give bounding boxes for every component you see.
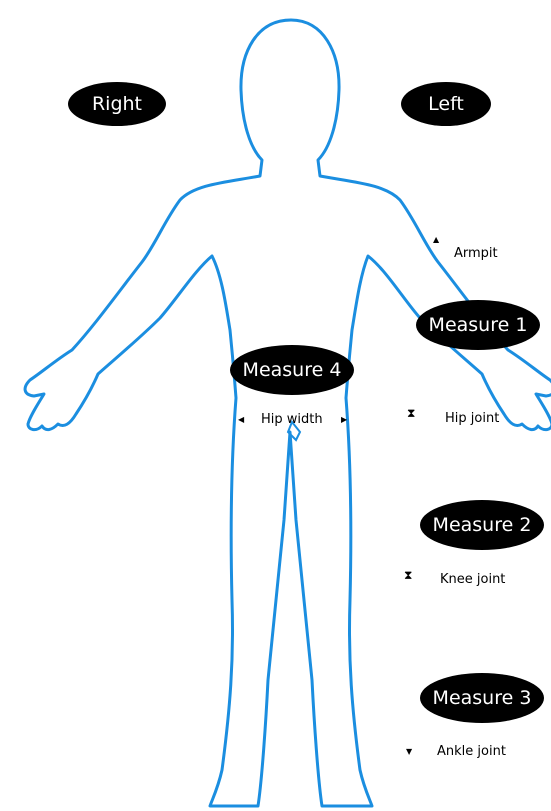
measure-2-pill: Measure 2	[420, 500, 544, 550]
side-label-left: Left	[401, 82, 491, 126]
measure-1-pill: Measure 1	[416, 300, 540, 350]
hip-width-label: Hip width	[261, 412, 323, 427]
hip-width-left-arrow-icon: ◀	[238, 416, 244, 424]
measure-4-pill: Measure 4	[230, 345, 354, 395]
measure-3-pill: Measure 3	[420, 673, 544, 723]
knee-joint-label: Knee joint	[440, 572, 505, 587]
hip-joint-marker-icon: ⧗	[407, 409, 415, 417]
ankle-joint-label: Ankle joint	[437, 744, 506, 759]
ankle-joint-marker-icon: ▼	[406, 748, 412, 756]
hip-width-right-arrow-icon: ▶	[341, 416, 347, 424]
hip-joint-label: Hip joint	[445, 411, 499, 426]
side-label-right: Right	[68, 82, 166, 126]
armpit-label: Armpit	[454, 246, 498, 261]
armpit-marker-icon: ▲	[433, 236, 439, 244]
knee-joint-marker-icon: ⧗	[404, 571, 412, 579]
